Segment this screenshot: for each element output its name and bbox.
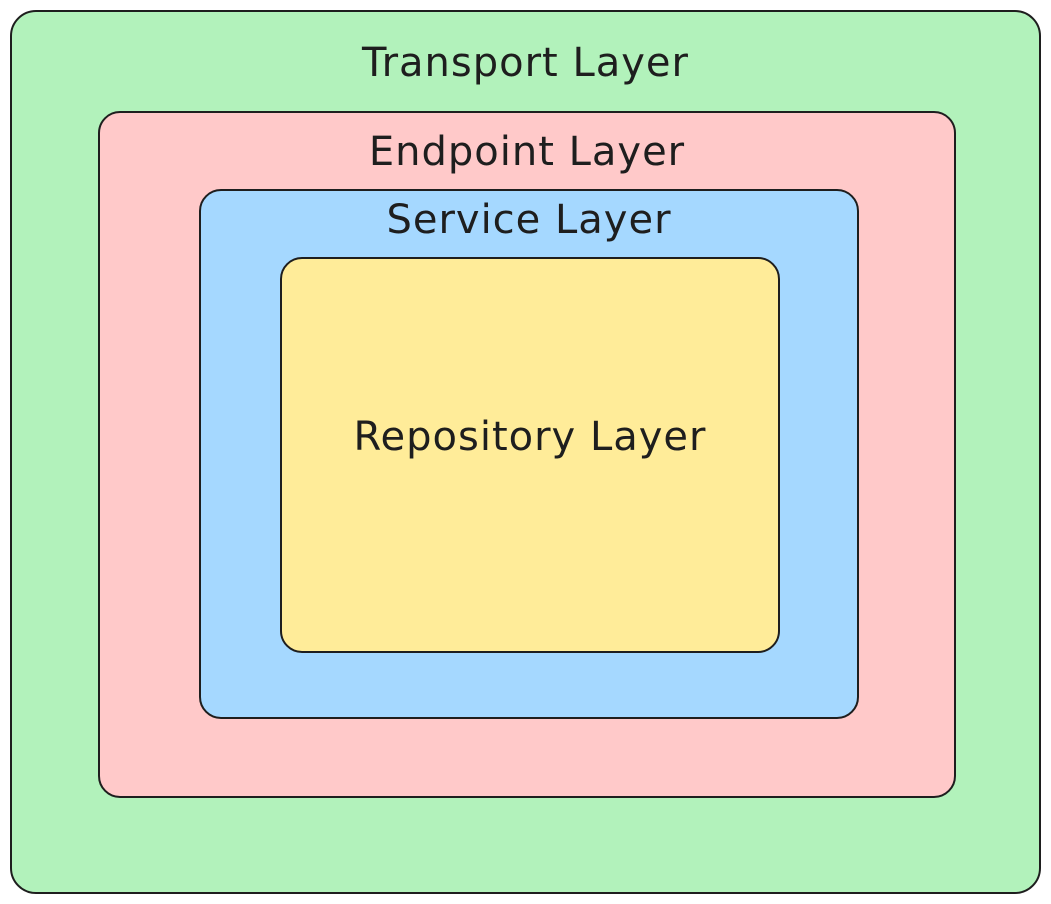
transport-layer-label: Transport Layer bbox=[362, 40, 689, 86]
service-layer-label: Service Layer bbox=[386, 197, 672, 243]
repository-layer-label: Repository Layer bbox=[353, 414, 707, 460]
repository-layer-box: Repository Layer bbox=[280, 257, 780, 653]
endpoint-layer-label: Endpoint Layer bbox=[368, 129, 686, 175]
transport-layer-box: Transport Layer Endpoint Layer Service L… bbox=[10, 10, 1041, 894]
service-layer-box: Service Layer Repository Layer bbox=[199, 189, 859, 719]
endpoint-layer-box: Endpoint Layer Service Layer Repository … bbox=[98, 111, 956, 798]
